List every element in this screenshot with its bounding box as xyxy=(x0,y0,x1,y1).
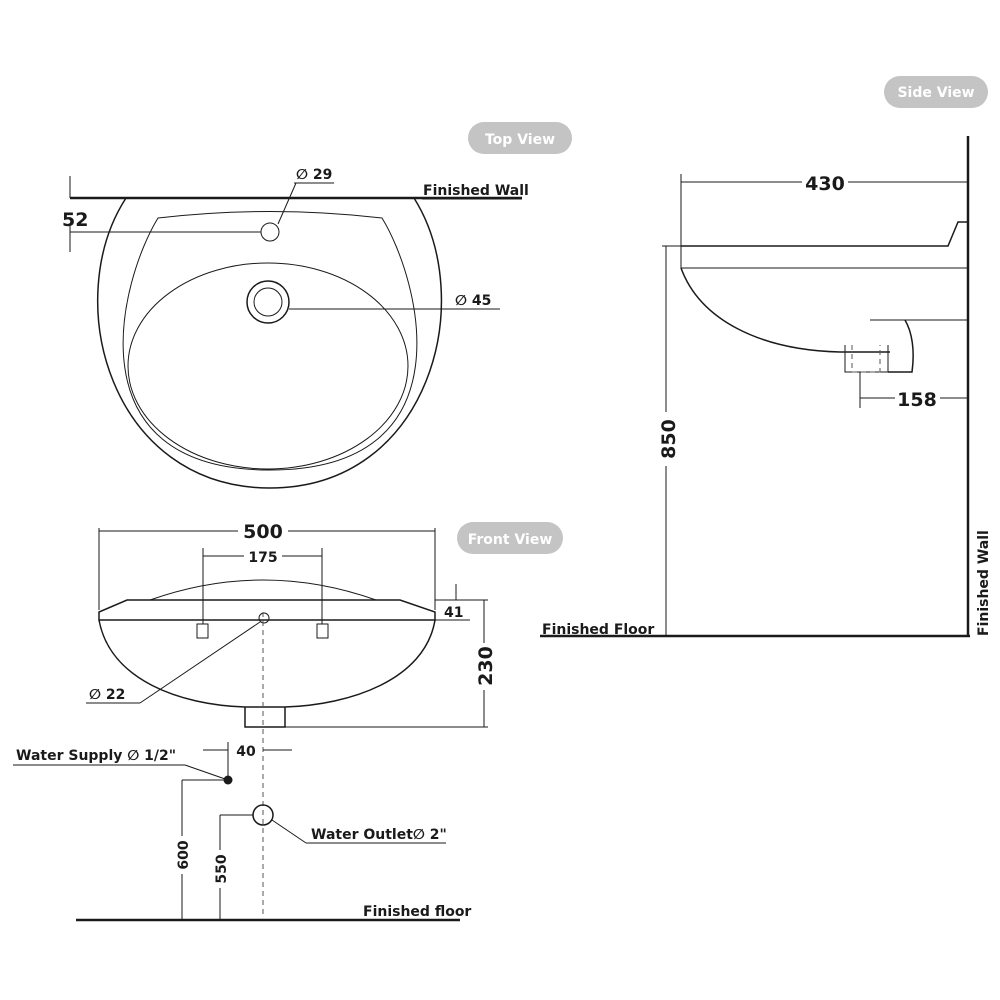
side-view: Finished Wall Finished Floor 430 158 850 xyxy=(540,136,992,638)
front-view-tag-label: Front View xyxy=(468,532,553,548)
overflow-hole xyxy=(258,612,270,624)
top-view: Finished Wall 52 ∅ 29 ∅ 45 xyxy=(62,167,529,489)
water-supply-leader xyxy=(184,764,229,781)
dim-52-label: 52 xyxy=(62,209,88,231)
front-tap-left xyxy=(196,623,209,639)
dim-500-label: 500 xyxy=(243,521,283,543)
dim-158-label: 158 xyxy=(897,389,937,411)
dim-29-label: ∅ 29 xyxy=(296,167,332,183)
water-outlet-label: Water Outlet∅ 2" xyxy=(311,827,447,843)
water-outlet-leader xyxy=(271,819,307,844)
front-finished-floor-label: Finished floor xyxy=(363,904,471,920)
dim-29-leader xyxy=(277,182,297,225)
front-tap-right xyxy=(316,623,329,639)
side-rim-lip xyxy=(680,246,968,269)
tap-hole xyxy=(260,222,280,242)
front-rim xyxy=(98,599,436,621)
basin-bowl xyxy=(127,262,409,470)
front-deck-arc xyxy=(149,579,377,601)
side-drain-neck xyxy=(844,345,889,373)
front-bowl-outline xyxy=(98,619,436,708)
drain-outer xyxy=(246,280,290,324)
side-back-curve xyxy=(888,319,914,373)
side-finished-floor-label: Finished Floor xyxy=(542,622,654,638)
dim-230-label: 230 xyxy=(475,646,497,686)
top-view-tag-label: Top View xyxy=(485,132,555,148)
top-finished-wall-label: Finished Wall xyxy=(423,183,529,199)
side-drain-hidden xyxy=(851,345,881,373)
dim-22-label: ∅ 22 xyxy=(89,687,125,703)
side-view-tag-label: Side View xyxy=(897,85,974,101)
water-supply-label: Water Supply ∅ 1/2" xyxy=(16,748,176,764)
dim-600-label: 600 xyxy=(176,840,192,869)
basin-outer-outline xyxy=(97,197,443,489)
dim-175-label: 175 xyxy=(248,550,277,566)
dim-22-leader xyxy=(139,621,261,704)
dim-550-label: 550 xyxy=(214,854,230,883)
side-finished-wall-label: Finished Wall xyxy=(976,530,992,636)
side-bowl-outline xyxy=(680,267,890,353)
front-view: 500 175 41 230 ∅ 22 40 xyxy=(13,521,497,922)
front-drain-neck xyxy=(244,707,286,728)
top-view-tag: Top View xyxy=(468,122,572,154)
basin-deck-outline xyxy=(122,211,418,471)
drain-inner xyxy=(253,287,283,317)
front-view-tag: Front View xyxy=(457,522,563,554)
side-rim-top xyxy=(681,221,968,247)
dim-430-label: 430 xyxy=(805,173,845,195)
dim-850-label: 850 xyxy=(658,419,680,459)
dim-41-label: 41 xyxy=(444,605,463,621)
dim-40-label: 40 xyxy=(236,744,256,760)
side-view-tag: Side View xyxy=(884,76,988,108)
dim-45-label: ∅ 45 xyxy=(455,293,491,309)
